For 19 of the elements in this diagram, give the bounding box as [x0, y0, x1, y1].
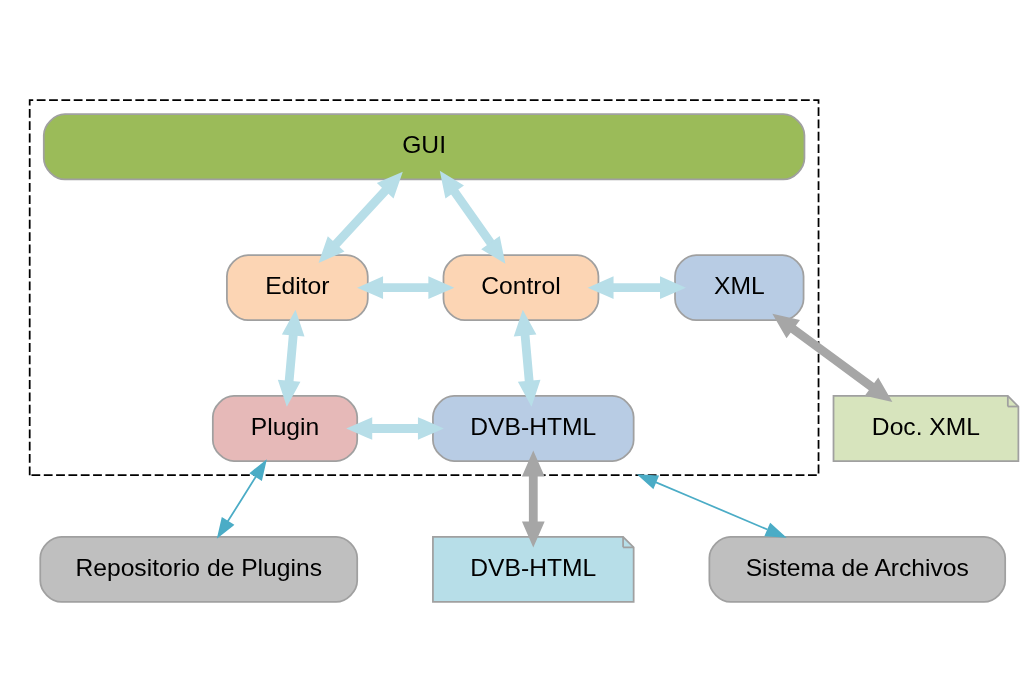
node-box: Sistema de Archivos [708, 535, 1007, 603]
arrow [216, 458, 267, 539]
arrow [513, 309, 541, 407]
arrow [636, 473, 787, 538]
node-box: Editor [226, 253, 369, 321]
node-box: Repositorio de Plugins [39, 535, 359, 603]
node-box: GUI [42, 112, 806, 180]
node-box: DVB-HTML [432, 394, 635, 462]
node-box: Control [442, 253, 600, 321]
arrow [439, 170, 506, 264]
node-box: Plugin [211, 394, 359, 462]
arrow [318, 171, 403, 263]
arrow [587, 275, 686, 299]
arrow [277, 309, 305, 407]
node-box: XML [674, 253, 805, 321]
arrow [521, 450, 545, 548]
arrow [772, 313, 893, 402]
arrow [346, 416, 444, 440]
arrow [357, 275, 455, 299]
